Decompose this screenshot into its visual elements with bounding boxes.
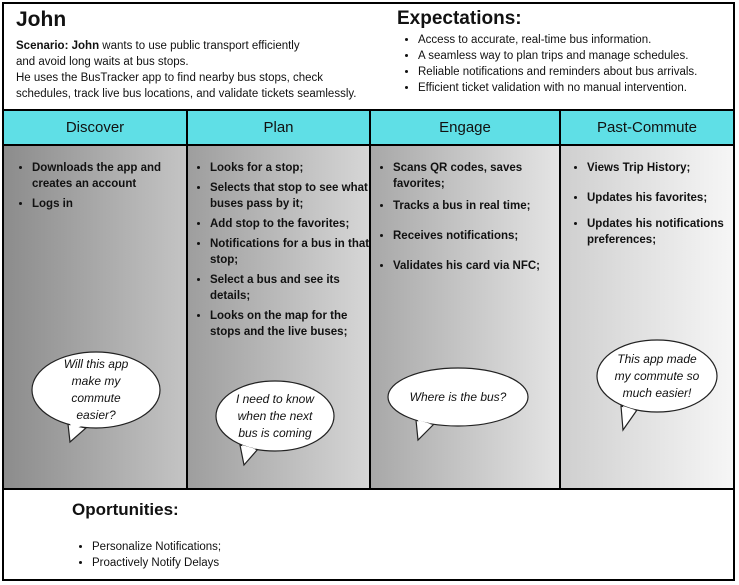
opportunities-list: Personalize Notifications; Proactively N… — [76, 539, 221, 571]
thought-bubble-discover: Will this app make my commute easier? — [30, 350, 162, 444]
action-item: Looks on the map for the stops and the l… — [210, 308, 370, 340]
expectation-item: A seamless way to plan trips and manage … — [418, 48, 739, 64]
speech-bubble-shape — [596, 339, 718, 432]
action-item: Views Trip History; — [587, 160, 727, 176]
action-item: Scans QR codes, saves favorites; — [393, 160, 553, 192]
scenario-persona-name: John — [71, 40, 100, 52]
opportunities-title: Oportunities: — [72, 500, 179, 519]
thought-text: This app made my commute so much easier! — [614, 351, 700, 400]
phase-header-discover: Discover — [2, 109, 188, 146]
expectations-list: Access to accurate, real-time bus inform… — [400, 32, 739, 96]
speech-bubble-shape — [215, 380, 335, 467]
plan-actions: Looks for a stop; Selects that stop to s… — [188, 160, 370, 340]
action-item: Looks for a stop; — [210, 160, 370, 176]
action-item: Updates his favorites; — [587, 190, 727, 206]
action-item: Receives notifications; — [393, 228, 553, 244]
action-item: Add stop to the favorites; — [210, 216, 370, 232]
phase-header-past-commute: Past-Commute — [559, 109, 735, 146]
thought-bubble-past-commute: This app made my commute so much easier! — [595, 338, 719, 432]
action-item: Validates his card via NFC; — [393, 258, 553, 274]
persona-name: John — [16, 8, 67, 31]
thought-bubble-engage: Where is the bus? — [386, 366, 530, 442]
expectation-item: Efficient ticket validation with no manu… — [418, 80, 739, 96]
scenario-line-4: schedules, track live bus locations, and… — [16, 88, 357, 100]
opportunity-item: Proactively Notify Delays — [92, 555, 221, 571]
action-item: Select a bus and see its details; — [210, 272, 370, 304]
scenario-label: Scenario: — [16, 40, 69, 52]
scenario-text: Scenario: John wants to use public trans… — [16, 38, 396, 102]
phase-column-engage: Scans QR codes, saves favorites; Tracks … — [369, 146, 561, 490]
action-item: Updates his notifications preferences; — [587, 216, 727, 248]
action-item: Logs in — [32, 196, 182, 212]
expectation-item: Reliable notifications and reminders abo… — [418, 64, 739, 80]
opportunity-item: Personalize Notifications; — [92, 539, 221, 555]
discover-actions: Downloads the app and creates an account… — [10, 160, 182, 212]
thought-text: I need to know when the next bus is comi… — [235, 391, 315, 440]
scenario-line-1: wants to use public transport efficientl… — [99, 40, 300, 52]
expectation-item: Access to accurate, real-time bus inform… — [418, 32, 739, 48]
speech-bubble-shape — [31, 351, 161, 444]
thought-bubble-plan: I need to know when the next bus is comi… — [214, 379, 336, 467]
action-item: Selects that stop to see what buses pass… — [210, 180, 370, 212]
phase-header-plan: Plan — [186, 109, 371, 146]
engage-actions: Scans QR codes, saves favorites; Tracks … — [371, 160, 553, 274]
thought-text: Where is the bus? — [409, 389, 507, 404]
phase-header-engage: Engage — [369, 109, 561, 146]
past-commute-actions: Views Trip History; Updates his favorite… — [565, 160, 727, 248]
phase-column-past-commute: Views Trip History; Updates his favorite… — [559, 146, 735, 490]
speech-bubble-shape — [387, 367, 529, 442]
action-item: Notifications for a bus in that stop; — [210, 236, 370, 268]
scenario-line-3: He uses the BusTracker app to find nearb… — [16, 72, 324, 84]
expectations-title: Expectations: — [397, 8, 522, 29]
scenario-line-2: and avoid long waits at bus stops. — [16, 56, 189, 68]
thought-text: Will this app make my commute easier? — [63, 357, 129, 422]
action-item: Downloads the app and creates an account — [32, 160, 182, 192]
action-item: Tracks a bus in real time; — [393, 198, 553, 214]
